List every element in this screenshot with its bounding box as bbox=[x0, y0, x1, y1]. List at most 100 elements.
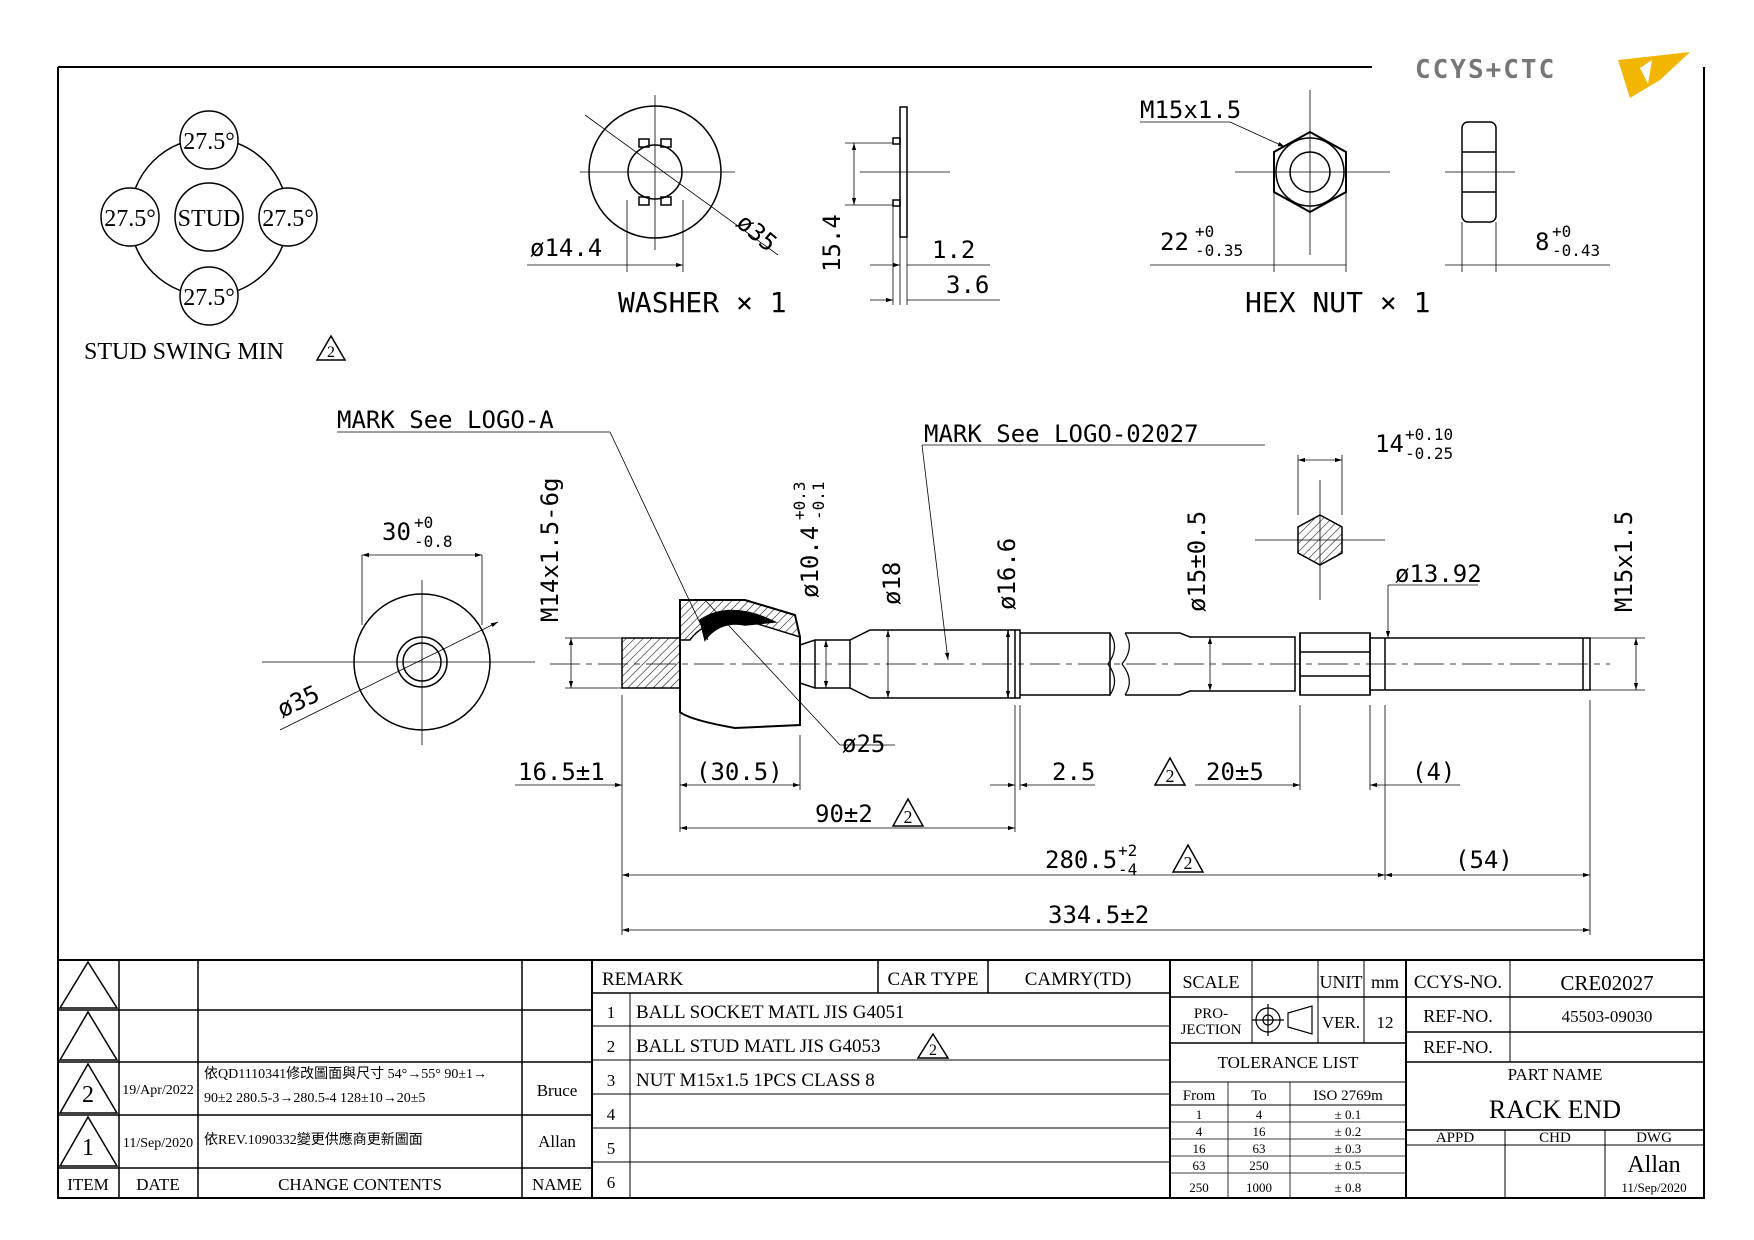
rev-row-3-date: 19/Apr/2022 bbox=[122, 1083, 194, 1098]
chd-label: CHD bbox=[1539, 1130, 1571, 1146]
svg-text:-0.35: -0.35 bbox=[1195, 241, 1243, 260]
remark-rev-marker: 2 bbox=[916, 1032, 950, 1059]
svg-text:4: 4 bbox=[1196, 1124, 1203, 1139]
dim-30-5: (30.5) bbox=[696, 758, 783, 786]
svg-text:From: From bbox=[1183, 1088, 1216, 1104]
ccys-no-label: CCYS-NO. bbox=[1414, 972, 1502, 993]
svg-text:+0: +0 bbox=[414, 513, 433, 532]
part-name-label: PART NAME bbox=[1508, 1065, 1603, 1084]
draw-date: 11/Sep/2020 bbox=[1621, 1180, 1686, 1195]
scale-label: SCALE bbox=[1182, 972, 1239, 992]
dim-280-5: 280.5 bbox=[1045, 846, 1117, 874]
remark-item-1: BALL SOCKET MATL JIS G4051 bbox=[636, 1002, 904, 1023]
svg-text:+2: +2 bbox=[1118, 841, 1137, 860]
remark-item-2: BALL STUD MATL JIS G4053 bbox=[636, 1036, 881, 1057]
d18-dimension: ø18 bbox=[878, 562, 906, 605]
remark-table bbox=[591, 959, 1171, 1199]
svg-text:2: 2 bbox=[904, 807, 913, 827]
hex-nut-across: 22 bbox=[1160, 228, 1189, 256]
washer-view bbox=[527, 95, 1000, 305]
projection-label: PRO- bbox=[1194, 1006, 1228, 1022]
drawer-name: Allan bbox=[1627, 1152, 1680, 1178]
svg-text:-0.8: -0.8 bbox=[414, 532, 453, 551]
rev-header-item: ITEM bbox=[67, 1175, 109, 1194]
thread-right-dimension: M15x1.5 bbox=[1610, 511, 1638, 612]
rev-header-contents: CHANGE CONTENTS bbox=[278, 1175, 442, 1194]
dwg-label: DWG bbox=[1636, 1130, 1672, 1146]
appd-label: APPD bbox=[1436, 1130, 1475, 1146]
svg-text:+0.10: +0.10 bbox=[1405, 425, 1453, 444]
rev-row-3-name: Bruce bbox=[537, 1081, 578, 1100]
logo-mark-icon bbox=[1618, 52, 1690, 98]
ref-no-value: 45503-09030 bbox=[1562, 1007, 1653, 1026]
svg-text:To: To bbox=[1251, 1088, 1267, 1104]
svg-text:1000: 1000 bbox=[1246, 1180, 1272, 1195]
dim-16-5: 16.5±1 bbox=[518, 758, 605, 786]
dim-334-5: 334.5±2 bbox=[1048, 901, 1149, 929]
swing-angle-right: 27.5° bbox=[262, 206, 314, 232]
d166-dimension: ø16.6 bbox=[993, 538, 1021, 610]
dim-4: (4) bbox=[1412, 758, 1455, 786]
svg-text:± 0.8: ± 0.8 bbox=[1335, 1180, 1362, 1195]
ver-value: 12 bbox=[1377, 1013, 1394, 1032]
ref-no-label: REF-NO. bbox=[1423, 1006, 1493, 1026]
svg-text:± 0.1: ± 0.1 bbox=[1335, 1107, 1362, 1122]
svg-text:250: 250 bbox=[1189, 1180, 1209, 1195]
diameter-leaders bbox=[337, 431, 1645, 746]
svg-text:-0.1: -0.1 bbox=[809, 481, 828, 520]
svg-text:+0.3: +0.3 bbox=[790, 481, 809, 520]
scale-projection-block bbox=[1169, 959, 1407, 1199]
revision-triangle: 2 bbox=[315, 334, 347, 361]
stud-swing-caption: STUD SWING MIN bbox=[84, 339, 284, 365]
washer-title: WASHER × 1 bbox=[618, 286, 787, 319]
rev-row-4-contents: 依REV.1090332變更供應商更新圖面 bbox=[204, 1131, 423, 1148]
dim-2-5: 2.5 bbox=[1052, 758, 1095, 786]
revision-markers: 2 2 2 bbox=[891, 756, 1205, 873]
washer-thickness-1: 1.2 bbox=[932, 236, 975, 264]
svg-text:90±2 280.5-3→280.5-4 128±10→: 90±2 280.5-3→280.5-4 128±10→20±5 bbox=[204, 1091, 425, 1106]
svg-text:2: 2 bbox=[327, 344, 335, 361]
svg-text:ISO 2769m: ISO 2769m bbox=[1313, 1088, 1383, 1104]
ver-label: VER. bbox=[1322, 1013, 1360, 1032]
dim-54: (54) bbox=[1455, 846, 1513, 874]
svg-text:2: 2 bbox=[1184, 853, 1193, 873]
svg-text:4: 4 bbox=[607, 1105, 616, 1124]
title-block bbox=[1405, 959, 1705, 1199]
svg-text:4: 4 bbox=[1256, 1107, 1263, 1122]
company-logo: CCYS+CTC bbox=[1415, 52, 1690, 98]
svg-text:-4: -4 bbox=[1118, 860, 1137, 879]
hex-section bbox=[1255, 455, 1385, 600]
unit-label: UNIT bbox=[1320, 972, 1363, 992]
swing-center-label: STUD bbox=[178, 206, 241, 232]
rev-row-4-item: 1 bbox=[82, 1135, 94, 1161]
d25-dimension: ø25 bbox=[842, 730, 885, 758]
end-dia-dimension: ø35 bbox=[273, 680, 324, 724]
svg-text:16: 16 bbox=[1253, 1124, 1267, 1139]
unit-value: mm bbox=[1371, 972, 1399, 992]
svg-text:63: 63 bbox=[1253, 1141, 1266, 1156]
svg-text:± 0.3: ± 0.3 bbox=[1335, 1141, 1362, 1156]
revision-table bbox=[57, 959, 593, 1199]
car-type-label: CAR TYPE bbox=[888, 969, 979, 990]
svg-text:250: 250 bbox=[1249, 1158, 1269, 1173]
washer-height: 15.4 bbox=[818, 214, 846, 272]
projection-symbol-icon bbox=[1252, 1004, 1313, 1036]
remark-item-3: NUT M15x1.5 1PCS CLASS 8 bbox=[636, 1070, 875, 1091]
washer-inner-dia: ø14.4 bbox=[530, 234, 602, 262]
rev-header-date: DATE bbox=[136, 1175, 179, 1194]
svg-text:2: 2 bbox=[929, 1042, 937, 1059]
dim-90: 90±2 bbox=[815, 800, 873, 828]
swing-angle-bottom: 27.5° bbox=[183, 285, 235, 311]
tie-rod-body bbox=[550, 599, 1610, 745]
svg-text:CCYS+CTC: CCYS+CTC bbox=[1415, 55, 1556, 85]
ccys-no-value: CRE02027 bbox=[1560, 971, 1653, 995]
svg-text:1: 1 bbox=[1196, 1107, 1203, 1122]
part-name-value: RACK END bbox=[1489, 1095, 1621, 1124]
rev-row-3-item: 2 bbox=[82, 1082, 94, 1108]
svg-text:16: 16 bbox=[1193, 1141, 1207, 1156]
washer-outer-dia: ø35 bbox=[731, 208, 782, 257]
washer-thickness-2: 3.6 bbox=[946, 271, 989, 299]
d1392-dimension: ø13.92 bbox=[1395, 560, 1482, 588]
mark-logo-02027-note: MARK See LOGO-02027 bbox=[924, 420, 1199, 448]
svg-text:5: 5 bbox=[607, 1139, 616, 1158]
